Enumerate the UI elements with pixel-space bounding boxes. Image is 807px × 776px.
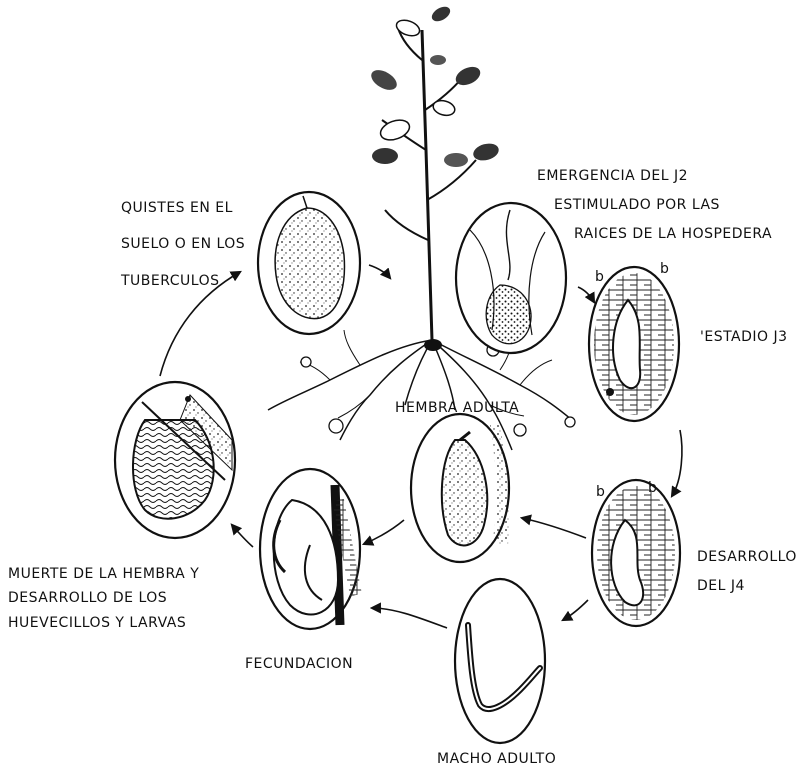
label-j3: 'ESTADIO J3 [700, 329, 788, 345]
plant-leaves [368, 4, 501, 167]
arrow-j4-to-male [563, 600, 588, 620]
arrow-cyst-to-plant [369, 265, 390, 278]
stage-j2-emergence-oval [456, 203, 566, 353]
stage-adult-female-oval [411, 414, 509, 562]
stage-cyst-oval [258, 192, 360, 334]
label-emergence-line-3: RAICES DE LA HOSPEDERA [574, 226, 772, 242]
label-adult-female: HEMBRA ADULTA [395, 400, 519, 416]
stage-female-death-oval [115, 382, 235, 538]
mark-b-1: b [595, 269, 604, 285]
arrow-male-to-fertilization [372, 608, 447, 628]
label-female-death-line-1: MUERTE DE LA HEMBRA Y [8, 566, 199, 582]
label-cysts: QUISTES EN EL SUELO O EN LOS TUBERCULOS [120, 200, 245, 289]
label-female-death-line-3: HUEVECILLOS Y LARVAS [8, 615, 186, 631]
arrow-female-to-fertilization [364, 520, 404, 544]
label-emergence-line-1: EMERGENCIA DEL J2 [537, 168, 688, 184]
label-cysts-line-2: SUELO O EN LOS [121, 236, 245, 252]
mark-b-3: b [596, 484, 605, 500]
label-emergence-line-2: ESTIMULADO POR LAS [554, 197, 720, 213]
label-female-death: MUERTE DE LA HEMBRA Y DESARROLLO DE LOS … [8, 566, 199, 631]
stage-adult-male-oval [455, 579, 545, 743]
label-j4-line-2: DEL J4 [697, 578, 745, 594]
mark-b-2: b [660, 261, 669, 277]
label-j4: DESARROLLO DEL J4 [697, 549, 797, 594]
stage-j4-oval [592, 480, 680, 626]
label-emergence: EMERGENCIA DEL J2 ESTIMULADO POR LAS RAI… [537, 168, 772, 242]
label-fertilization: FECUNDACION [245, 656, 353, 672]
label-cysts-line-1: QUISTES EN EL [121, 200, 233, 216]
stage-fertilization-oval [260, 469, 360, 629]
label-j4-line-1: DESARROLLO [697, 549, 797, 565]
stage-j3-oval [589, 267, 679, 421]
label-adult-male: MACHO ADULTO [437, 751, 556, 767]
arrow-emergence-to-j3 [578, 287, 594, 302]
label-female-death-line-2: DESARROLLO DE LOS [8, 590, 167, 606]
label-cysts-line-3: TUBERCULOS [120, 273, 220, 289]
arrow-j4-to-female [522, 518, 586, 538]
arrow-j3-to-j4 [672, 430, 682, 496]
arrow-fertilization-to-death [232, 525, 253, 547]
mark-b-4: b [648, 480, 657, 496]
